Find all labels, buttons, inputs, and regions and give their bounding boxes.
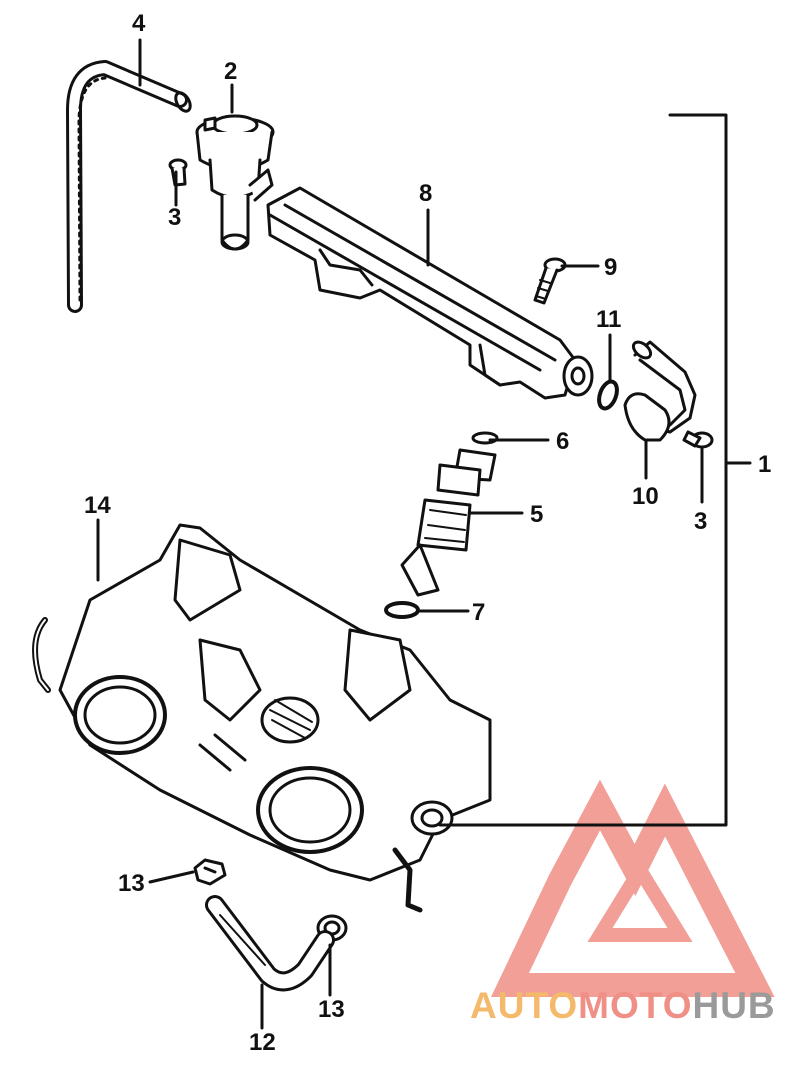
callout-9: 9 bbox=[604, 254, 618, 281]
callout-7: 7 bbox=[472, 599, 486, 626]
callout-4: 4 bbox=[132, 10, 146, 37]
fuel-injector-part-5 bbox=[400, 448, 497, 597]
watermark-hub: HUB bbox=[692, 985, 776, 1026]
pressure-regulator-part-2 bbox=[195, 114, 275, 251]
bolt-part-9 bbox=[533, 257, 567, 305]
callout-8: 8 bbox=[419, 180, 433, 207]
vacuum-hose-part-4 bbox=[66, 60, 192, 313]
callout-6: 6 bbox=[556, 428, 570, 455]
watermark-moto: MOTO bbox=[578, 985, 693, 1026]
callout-13-left: 13 bbox=[118, 870, 145, 897]
callout-5: 5 bbox=[530, 501, 544, 528]
callout-2: 2 bbox=[224, 58, 238, 85]
callout-3-left: 3 bbox=[168, 204, 182, 231]
hose-clamp-part-13-left bbox=[193, 858, 227, 886]
throttle-body-part-14 bbox=[32, 523, 492, 913]
o-ring-part-11 bbox=[597, 379, 619, 411]
hose-part-12 bbox=[205, 895, 335, 992]
bolt-part-3-right bbox=[682, 430, 714, 449]
callout-12: 12 bbox=[249, 1029, 276, 1056]
callout-3-right: 3 bbox=[694, 508, 708, 535]
fuel-rail-part-8 bbox=[266, 186, 594, 400]
leader-lines bbox=[96, 38, 752, 1030]
seal-part-6 bbox=[471, 431, 499, 445]
callout-1: 1 bbox=[758, 451, 772, 478]
fuel-inlet-part-10 bbox=[623, 340, 697, 442]
automotohub-watermark: AUTOMOTOHUB bbox=[470, 985, 776, 1027]
callout-10: 10 bbox=[632, 483, 659, 510]
callout-13-right: 13 bbox=[318, 996, 345, 1023]
watermark-auto: AUTO bbox=[470, 985, 579, 1026]
callout-11: 11 bbox=[596, 306, 622, 333]
automotohub-logo-mark bbox=[490, 779, 775, 997]
seal-part-7 bbox=[384, 601, 420, 619]
bolt-part-3-left bbox=[168, 158, 188, 187]
callout-14: 14 bbox=[84, 492, 111, 519]
